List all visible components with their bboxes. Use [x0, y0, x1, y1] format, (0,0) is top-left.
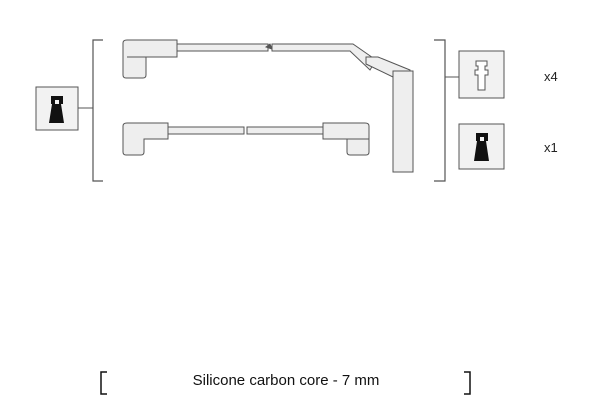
straight-terminal-icon [458, 50, 505, 99]
quantity-x4: x4 [544, 69, 558, 84]
caption-bracket-right [464, 371, 471, 395]
right-bracket [434, 39, 446, 182]
ignition-lead-lower [122, 122, 370, 156]
left-bracket [92, 39, 103, 182]
boot-connector-icon [35, 86, 79, 131]
caption: Silicone carbon core - 7 mm [192, 372, 380, 389]
quantity-x1: x1 [544, 140, 558, 155]
caption-bracket-left [100, 371, 107, 395]
angled-terminal-icon [458, 123, 505, 170]
ignition-lead-upper [122, 39, 414, 173]
